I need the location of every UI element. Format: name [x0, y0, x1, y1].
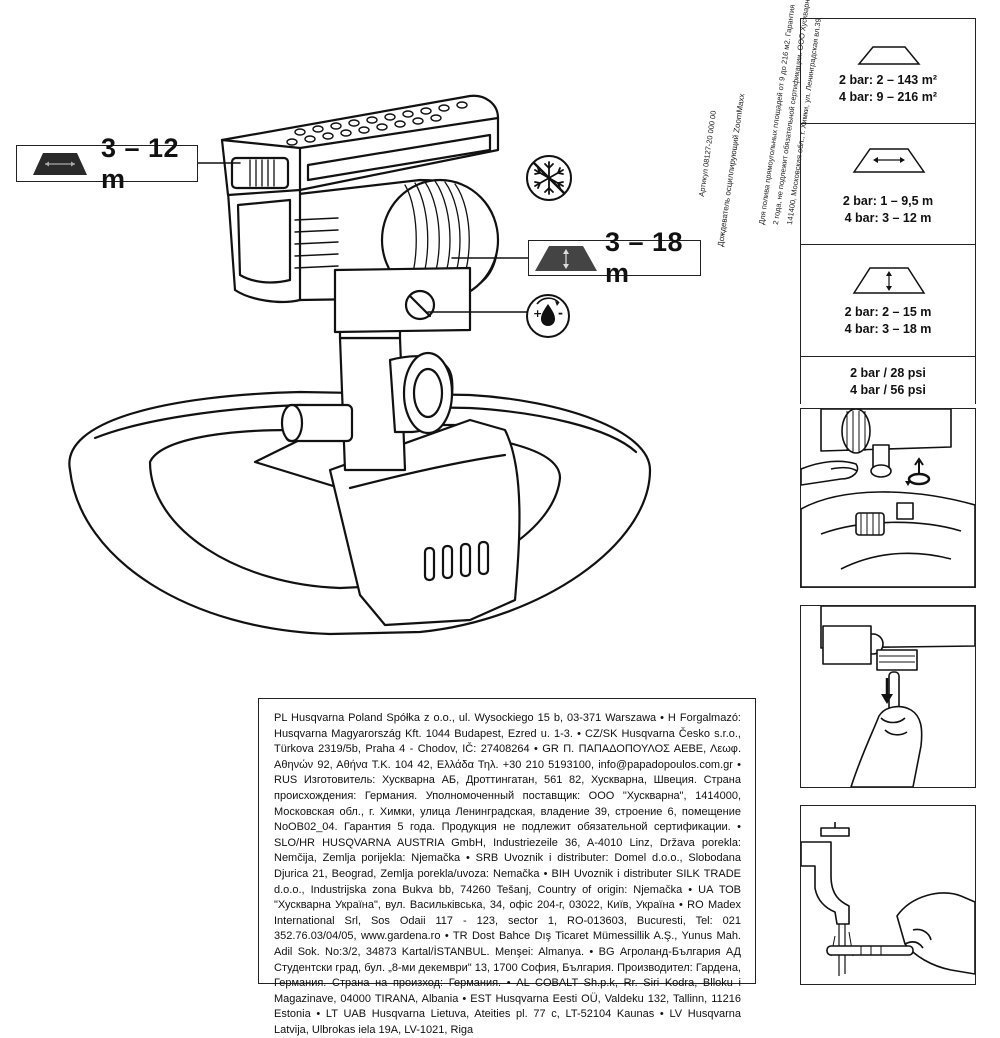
- rinse-filter-illustration: [800, 822, 976, 976]
- no-frost-icon: [526, 155, 572, 201]
- svg-text:+: +: [533, 307, 542, 320]
- legal-paragraph: PL Husqvarna Poland Spółka z o.o., ul. W…: [274, 712, 741, 1036]
- length-2bar: 2 bar: 2 – 15 m: [844, 305, 932, 319]
- width-cell: 2 bar: 1 – 9,5 m 4 bar: 3 – 12 m: [801, 124, 975, 245]
- area-cell: 2 bar: 2 – 143 m² 4 bar: 9 – 216 m²: [801, 18, 975, 124]
- unscrew-connector-illustration: [800, 408, 976, 588]
- step-panel-unscrew-connector: [800, 408, 976, 588]
- width-trapezoid-icon: [852, 148, 926, 173]
- water-adjust-icon: + -: [526, 294, 570, 338]
- distributor-legal-text: PL Husqvarna Poland Spółka z o.o., ul. W…: [258, 698, 756, 1036]
- spray-width-icon: [33, 153, 87, 175]
- length-4bar: 4 bar: 3 – 18 m: [844, 322, 932, 336]
- step-panel-rinse-filter: [800, 805, 976, 985]
- pressure-4bar: 4 bar / 56 psi: [850, 383, 926, 397]
- width-range-label: 3 – 12 m: [101, 132, 180, 194]
- length-cell: 2 bar: 2 – 15 m 4 bar: 3 – 18 m: [801, 245, 975, 357]
- sprinkler-illustration: [68, 94, 652, 636]
- remove-filter-illustration: [820, 605, 976, 788]
- pressure-cell: 2 bar / 28 psi 4 bar / 56 psi: [801, 357, 975, 404]
- length-range-callout: 3 – 18 m: [528, 227, 701, 288]
- area-trapezoid-icon: [857, 46, 921, 65]
- width-4bar: 4 bar: 3 – 12 m: [844, 211, 932, 225]
- length-range-label: 3 – 18 m: [605, 227, 684, 288]
- length-trapezoid-icon: [852, 267, 926, 294]
- area-4bar: 4 bar: 9 – 216 m²: [839, 90, 937, 104]
- width-range-callout: 3 – 12 m: [16, 133, 198, 194]
- pressure-2bar: 2 bar / 28 psi: [850, 366, 926, 380]
- svg-text:-: -: [558, 306, 563, 320]
- spec-table: 2 bar: 2 – 143 m² 4 bar: 9 – 216 m² 2 ba…: [800, 18, 976, 404]
- width-2bar: 2 bar: 1 – 9,5 m: [842, 194, 934, 208]
- step-panel-remove-filter: [800, 605, 976, 788]
- spray-length-icon: [535, 246, 597, 271]
- area-2bar: 2 bar: 2 – 143 m²: [839, 73, 937, 87]
